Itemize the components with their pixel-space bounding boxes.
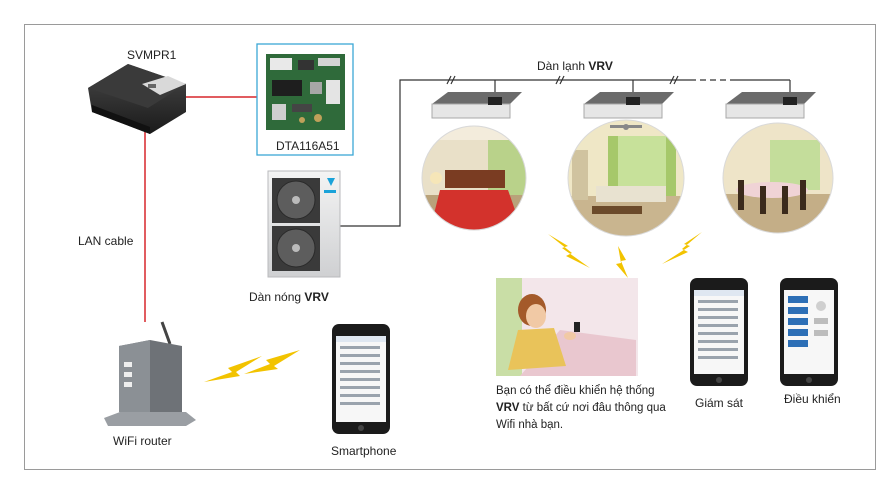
lightning-bolts xyxy=(204,232,702,382)
caption-line-2-text: từ bất cứ nơi đâu thông qua xyxy=(519,402,666,414)
caption-line-3: Wifi nhà bạn. xyxy=(496,419,564,431)
outdoor-unit-label: Dàn nóng VRV xyxy=(249,290,329,304)
adapter-label: SVMPR1 xyxy=(127,48,177,62)
line-break-marks xyxy=(446,75,679,85)
room-dining-illustration xyxy=(723,123,833,233)
indoor-unit-label: Dàn lạnh VRV xyxy=(537,59,613,73)
control-line xyxy=(340,79,791,227)
smartphone-monitor-icon xyxy=(690,278,748,386)
ceiling-fan-icon xyxy=(610,124,642,130)
indoor-unit-1 xyxy=(431,92,522,119)
outdoor-unit-prefix: Dàn nóng xyxy=(249,290,305,304)
adapter-box xyxy=(88,64,186,134)
smartphone-label: Smartphone xyxy=(331,444,397,458)
caption-paragraph: Bạn có thể điều khiển hệ thống VRV từ bấ… xyxy=(496,383,696,434)
caption-line-2: VRV từ bất cứ nơi đâu thông qua xyxy=(496,400,696,417)
smartphone-main-icon xyxy=(332,324,390,434)
indoor-unit-prefix: Dàn lạnh xyxy=(537,59,589,73)
interface-board-label: DTA116A51 xyxy=(276,139,340,153)
interface-board xyxy=(256,43,354,156)
diagram-frame xyxy=(24,24,876,470)
indoor-unit-2 xyxy=(583,92,674,119)
room-bedroom-illustration xyxy=(422,126,526,230)
wifi-router-icon xyxy=(104,321,196,426)
control-phone-label: Điều khiển xyxy=(784,392,841,406)
outdoor-unit xyxy=(267,170,341,278)
wifi-router-label: WiFi router xyxy=(113,434,172,448)
monitor-phone-label: Giám sát xyxy=(695,396,744,410)
red-cables xyxy=(144,96,260,322)
outdoor-unit-brand: VRV xyxy=(304,290,329,304)
caption-line-1: Bạn có thể điều khiển hệ thống xyxy=(496,385,655,397)
smartphone-control-icon xyxy=(780,278,838,386)
indoor-unit-brand: VRV xyxy=(588,59,613,73)
caption-brand: VRV xyxy=(496,402,520,414)
room-living-illustration xyxy=(568,120,684,236)
indoor-unit-3 xyxy=(725,92,816,119)
person-with-phone-illustration xyxy=(496,278,638,376)
lan-cable-label: LAN cable xyxy=(78,234,134,248)
